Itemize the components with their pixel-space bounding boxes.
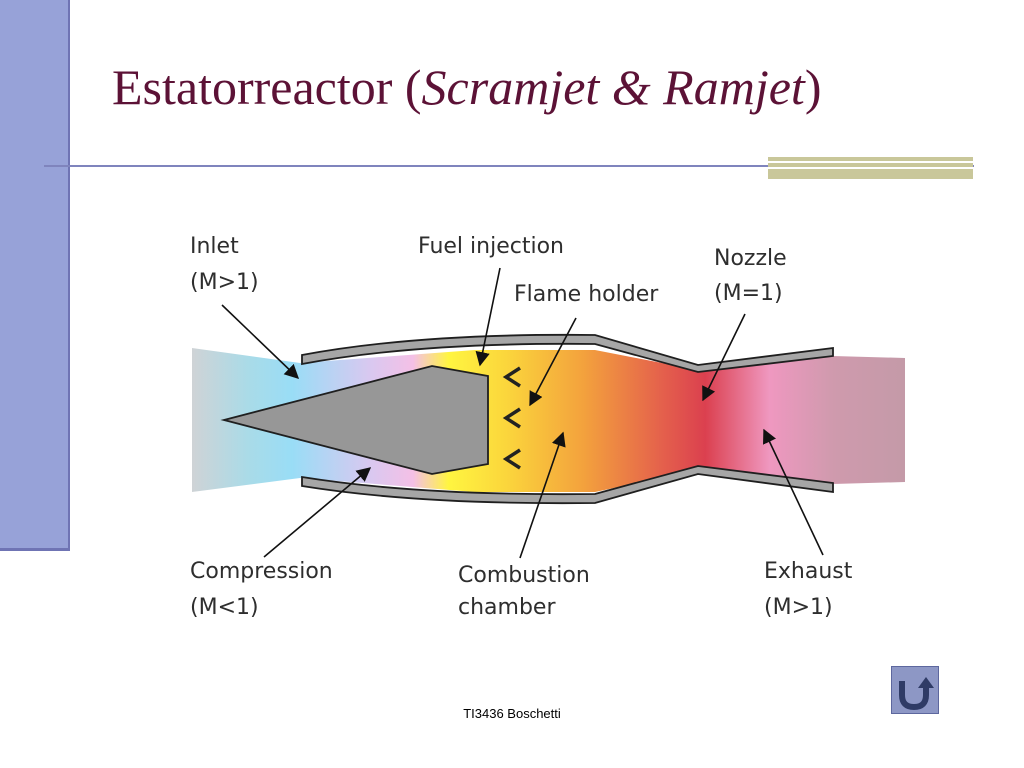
arrow-compression bbox=[263, 467, 372, 558]
label-compression-mach: (M<1) bbox=[190, 595, 259, 620]
arrow-exhaust bbox=[763, 428, 824, 556]
label-combustion: Combustion bbox=[458, 563, 590, 588]
label-inlet: Inlet bbox=[190, 234, 239, 259]
arrow-nozzle bbox=[702, 313, 746, 402]
label-exhaust-mach: (M>1) bbox=[764, 595, 833, 620]
lower-casing bbox=[301, 465, 834, 505]
flame-holder-top bbox=[502, 366, 521, 388]
arrow-inlet bbox=[221, 304, 300, 379]
flame-holders bbox=[502, 366, 521, 470]
footer-text: TI3436 Boschetti bbox=[463, 706, 561, 721]
slide-title: Estatorreactor (Scramjet & Ramjet) bbox=[112, 59, 822, 115]
label-compression: Compression bbox=[190, 559, 333, 584]
side-bar bbox=[0, 0, 70, 551]
label-fuel-injection: Fuel injection bbox=[418, 234, 564, 259]
back-button[interactable] bbox=[891, 666, 939, 714]
label-exhaust: Exhaust bbox=[764, 559, 853, 584]
label-chamber: chamber bbox=[458, 595, 556, 620]
flame-holder-middle bbox=[502, 407, 521, 429]
title-accent bbox=[768, 157, 973, 179]
arrow-flame-holder bbox=[529, 317, 577, 407]
label-inlet-mach: (M>1) bbox=[190, 270, 259, 295]
upper-casing bbox=[301, 333, 834, 373]
label-flame-holder: Flame holder bbox=[514, 282, 659, 307]
arrow-combustion bbox=[519, 431, 566, 559]
title-rule bbox=[44, 165, 974, 167]
arrow-fuel-injection bbox=[475, 267, 501, 367]
label-nozzle-mach: (M=1) bbox=[714, 281, 783, 306]
u-turn-back-icon bbox=[899, 677, 934, 711]
label-nozzle: Nozzle bbox=[714, 246, 787, 271]
flame-holder-bottom bbox=[502, 448, 521, 470]
center-body bbox=[220, 365, 489, 475]
